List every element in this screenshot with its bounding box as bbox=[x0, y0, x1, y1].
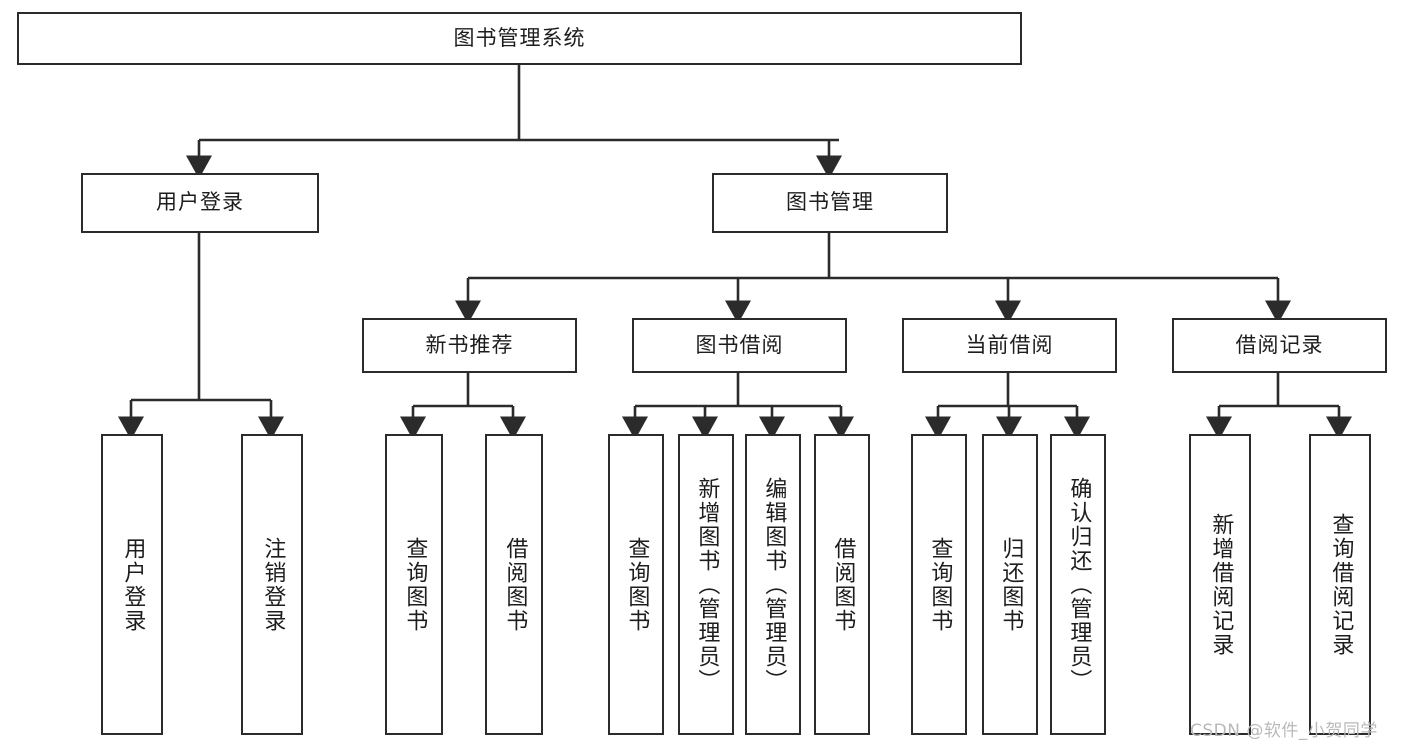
node-label: 查询图书 bbox=[402, 536, 428, 633]
node-label: 图书管理系统 bbox=[453, 25, 586, 50]
node-label: 查询图书 bbox=[927, 536, 953, 633]
node-leaf-add-borrow-record[interactable]: 新增借阅记录 bbox=[1189, 434, 1251, 735]
node-book-borrow[interactable]: 图书借阅 bbox=[632, 318, 847, 373]
node-user-login[interactable]: 用户登录 bbox=[81, 173, 319, 233]
node-new-book-recommend[interactable]: 新书推荐 bbox=[362, 318, 577, 373]
node-borrow-record[interactable]: 借阅记录 bbox=[1172, 318, 1387, 373]
node-label: 用户登录 bbox=[120, 536, 146, 633]
node-label: 用户登录 bbox=[156, 190, 244, 215]
node-leaf-borrow-book-1[interactable]: 借阅图书 bbox=[485, 434, 543, 735]
node-book-management-system[interactable]: 图书管理系统 bbox=[17, 12, 1022, 65]
node-label: 图书借阅 bbox=[695, 332, 784, 357]
node-leaf-confirm-return-admin[interactable]: 确认归还（管理员） bbox=[1050, 434, 1106, 735]
node-leaf-logout-login[interactable]: 注销登录 bbox=[241, 434, 303, 735]
node-label: 新书推荐 bbox=[425, 332, 514, 357]
node-label: 图书管理 bbox=[786, 190, 874, 215]
node-label: 借阅记录 bbox=[1235, 332, 1324, 357]
node-label: 新增图书（管理员） bbox=[694, 476, 720, 693]
node-label: 新增借阅记录 bbox=[1208, 512, 1234, 657]
node-book-manage[interactable]: 图书管理 bbox=[712, 173, 948, 233]
node-leaf-borrow-book-2[interactable]: 借阅图书 bbox=[814, 434, 870, 735]
node-leaf-query-book-2[interactable]: 查询图书 bbox=[608, 434, 664, 735]
node-label: 注销登录 bbox=[260, 536, 286, 633]
node-leaf-add-book-admin[interactable]: 新增图书（管理员） bbox=[678, 434, 734, 735]
node-leaf-edit-book-admin[interactable]: 编辑图书（管理员） bbox=[745, 434, 801, 735]
node-leaf-query-book-3[interactable]: 查询图书 bbox=[911, 434, 967, 735]
node-label: 归还图书 bbox=[998, 536, 1024, 633]
node-label: 当前借阅 bbox=[965, 332, 1054, 357]
node-label: 借阅图书 bbox=[830, 536, 856, 633]
node-label: 借阅图书 bbox=[502, 536, 528, 633]
node-label: 确认归还（管理员） bbox=[1066, 476, 1092, 693]
node-leaf-query-borrow-record[interactable]: 查询借阅记录 bbox=[1309, 434, 1371, 735]
node-label: 查询借阅记录 bbox=[1328, 512, 1354, 657]
node-leaf-user-login[interactable]: 用户登录 bbox=[101, 434, 163, 735]
node-leaf-query-book-1[interactable]: 查询图书 bbox=[385, 434, 443, 735]
node-label: 编辑图书（管理员） bbox=[761, 476, 787, 693]
node-current-borrow[interactable]: 当前借阅 bbox=[902, 318, 1117, 373]
node-label: 查询图书 bbox=[624, 536, 650, 633]
node-leaf-return-book[interactable]: 归还图书 bbox=[982, 434, 1038, 735]
csdn-watermark: CSDN @软件_小贺同学 bbox=[1190, 721, 1378, 741]
